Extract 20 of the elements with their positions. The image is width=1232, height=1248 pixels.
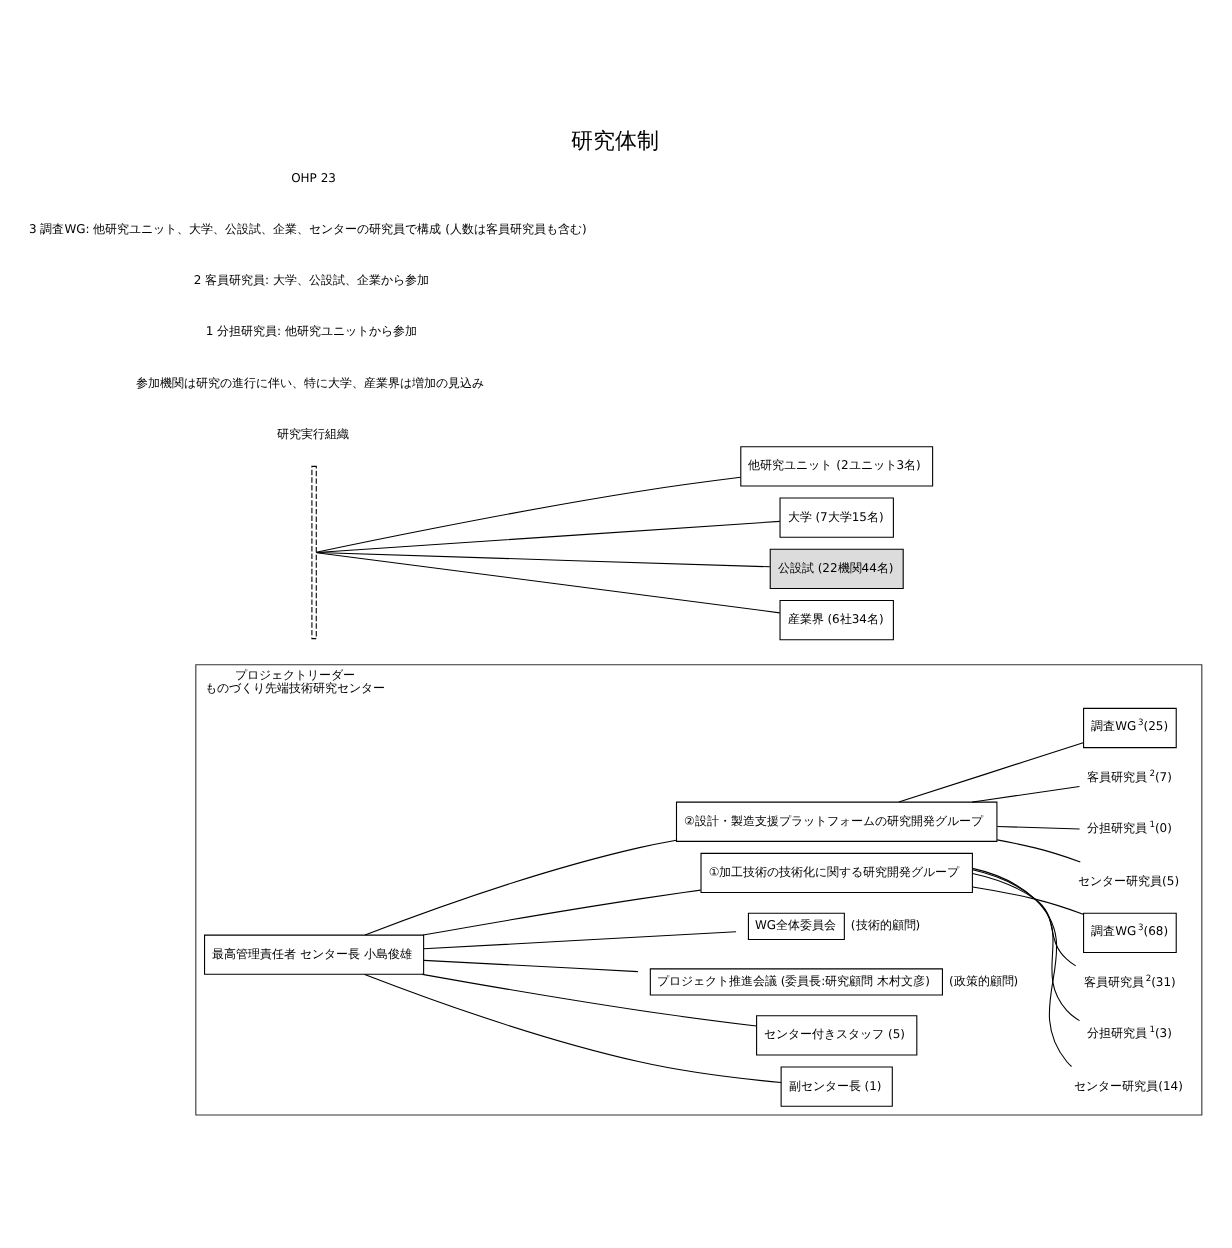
connector: [422, 888, 702, 935]
connector: [421, 972, 757, 1026]
connector: [972, 866, 1073, 1067]
connector: [972, 885, 1084, 914]
connector: [423, 958, 639, 972]
connector: [971, 868, 1081, 1021]
connector: [364, 838, 677, 935]
connector: [315, 475, 742, 552]
connector: [423, 930, 737, 949]
connector: [316, 519, 781, 552]
connector: [971, 784, 1080, 802]
connector: [996, 824, 1081, 829]
diagram-title: 研究体制: [571, 127, 660, 154]
node-bar: [311, 464, 317, 639]
connector: [316, 551, 771, 567]
connector: [364, 972, 782, 1083]
connector: [972, 871, 1077, 966]
connector: [316, 551, 781, 613]
connector: [996, 838, 1081, 862]
connector: [898, 741, 1084, 802]
